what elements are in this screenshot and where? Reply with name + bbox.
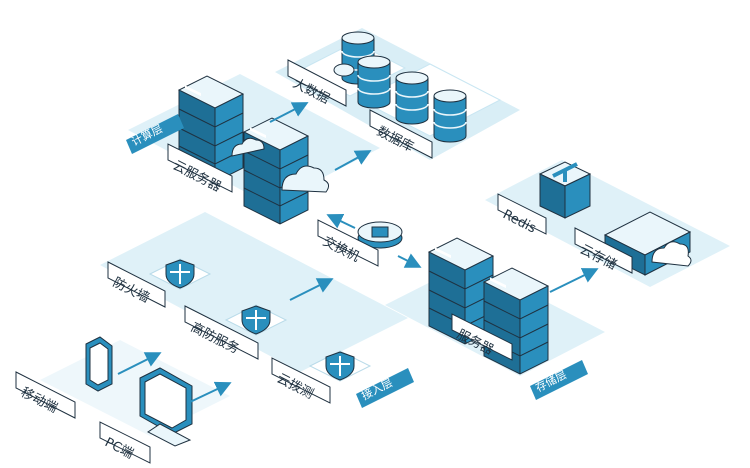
server-icon-2 bbox=[483, 267, 549, 375]
access-zone-panel bbox=[100, 212, 408, 372]
database-icon-1 bbox=[395, 71, 429, 125]
pc-icon bbox=[139, 367, 193, 447]
database-icon-2 bbox=[433, 89, 467, 143]
tag-access: 接入层 bbox=[356, 368, 414, 408]
bigdata-cloud-icon bbox=[333, 63, 355, 77]
cloud-icon bbox=[231, 137, 330, 193]
bigdata-db-small-icon bbox=[357, 55, 391, 109]
flow-arrows bbox=[117, 102, 599, 403]
mobile-icon bbox=[85, 336, 113, 392]
client-zone-panel bbox=[40, 340, 230, 436]
redis-icon bbox=[538, 161, 592, 219]
switch-icon bbox=[357, 221, 403, 249]
